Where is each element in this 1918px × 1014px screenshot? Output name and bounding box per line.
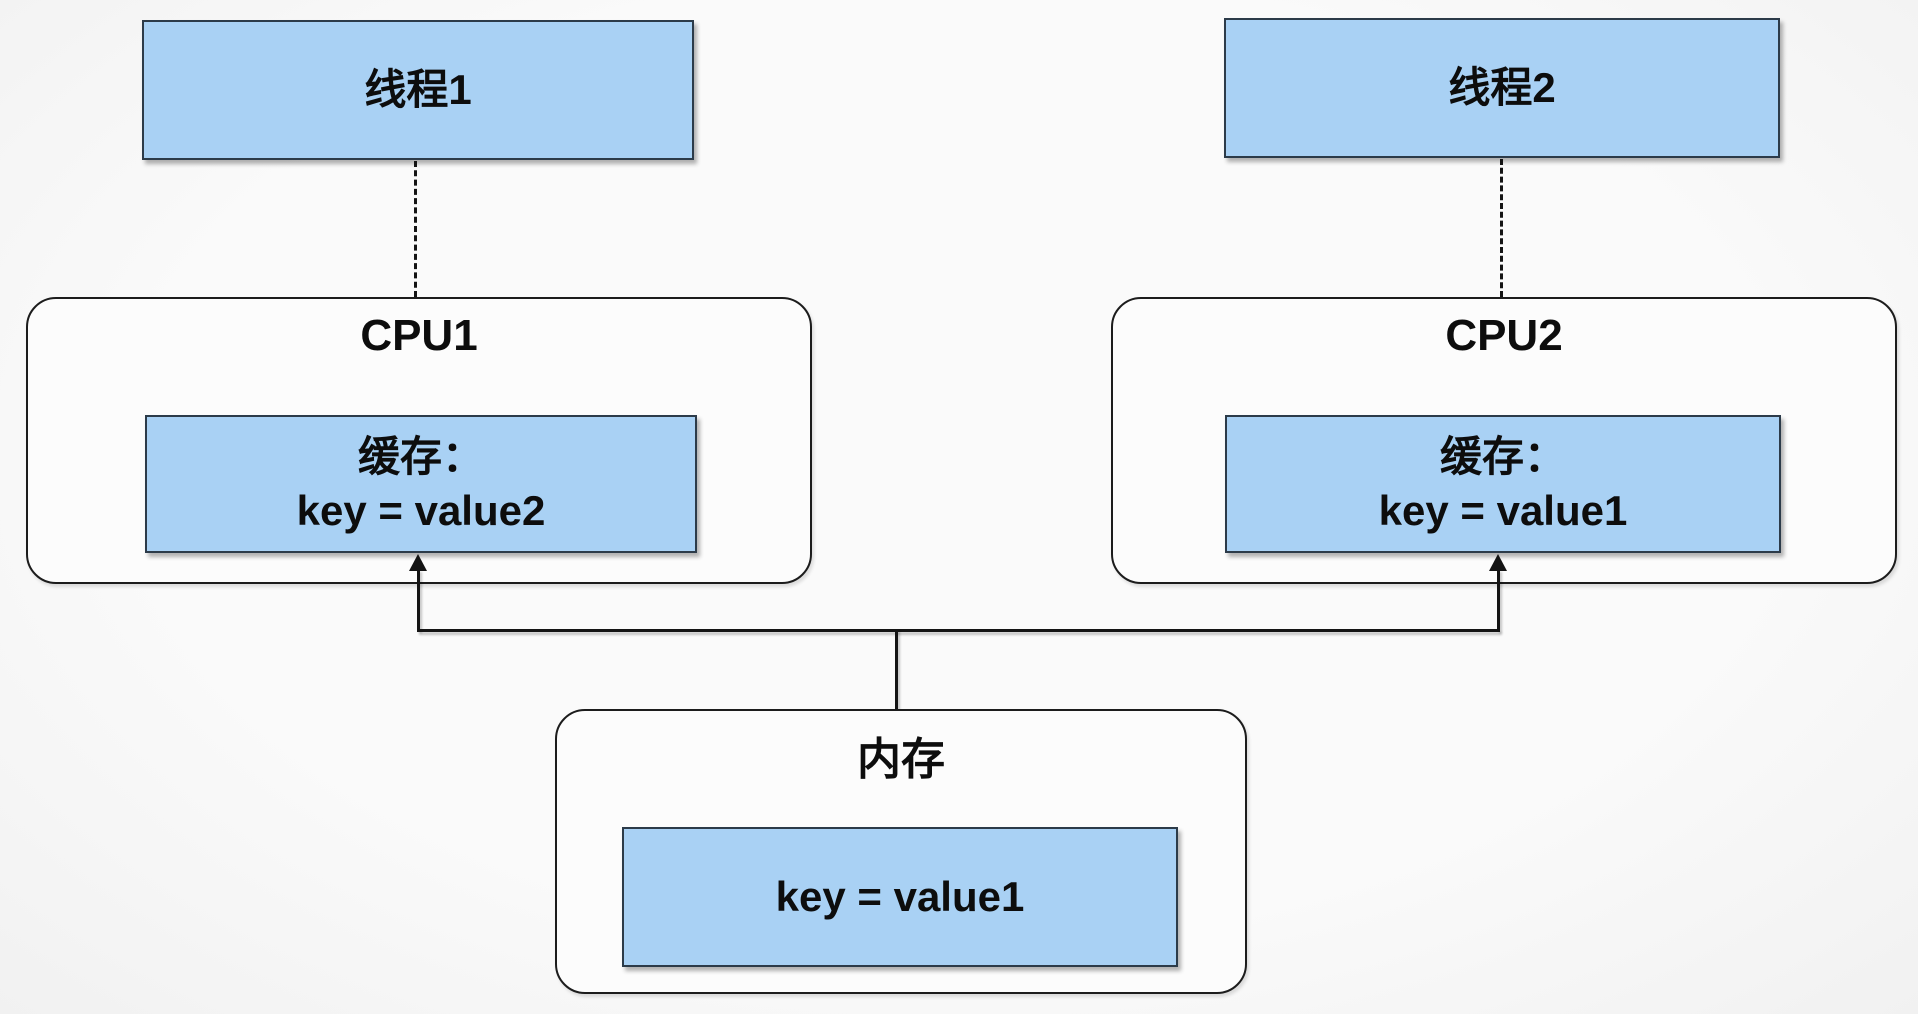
- cpu1-cache-node: 缓存： key = value2: [145, 415, 697, 553]
- cpu1-cache-value: key = value2: [296, 487, 546, 534]
- thread2-label: 线程2: [1448, 64, 1556, 111]
- memory-value-label: key = value1: [775, 873, 1025, 920]
- memory-to-cache2-arrowhead-icon: [1489, 554, 1507, 571]
- memory-to-cache1-line: [417, 570, 420, 631]
- memory-bus-horizontal-line: [417, 629, 1500, 632]
- cpu2-cache-value: key = value1: [1378, 487, 1628, 534]
- memory-title: 内存: [857, 735, 945, 784]
- cpu2-cache-label: 缓存：: [1439, 433, 1566, 480]
- memory-stem-line: [895, 629, 898, 710]
- memory-value-node: key = value1: [622, 827, 1178, 967]
- cpu2-cache-node: 缓存： key = value1: [1225, 415, 1781, 553]
- thread1-cpu1-dashed-connector: [414, 161, 417, 297]
- cpu2-title: CPU2: [1445, 311, 1563, 360]
- cpu1-title: CPU1: [360, 311, 478, 360]
- memory-to-cache1-arrowhead-icon: [409, 554, 427, 571]
- memory-to-cache2-line: [1497, 570, 1500, 631]
- thread1-node: 线程1: [142, 20, 694, 160]
- thread2-node: 线程2: [1224, 18, 1780, 158]
- thread2-cpu2-dashed-connector: [1500, 159, 1503, 297]
- thread1-label: 线程1: [364, 66, 472, 113]
- cpu1-cache-label: 缓存：: [357, 433, 484, 480]
